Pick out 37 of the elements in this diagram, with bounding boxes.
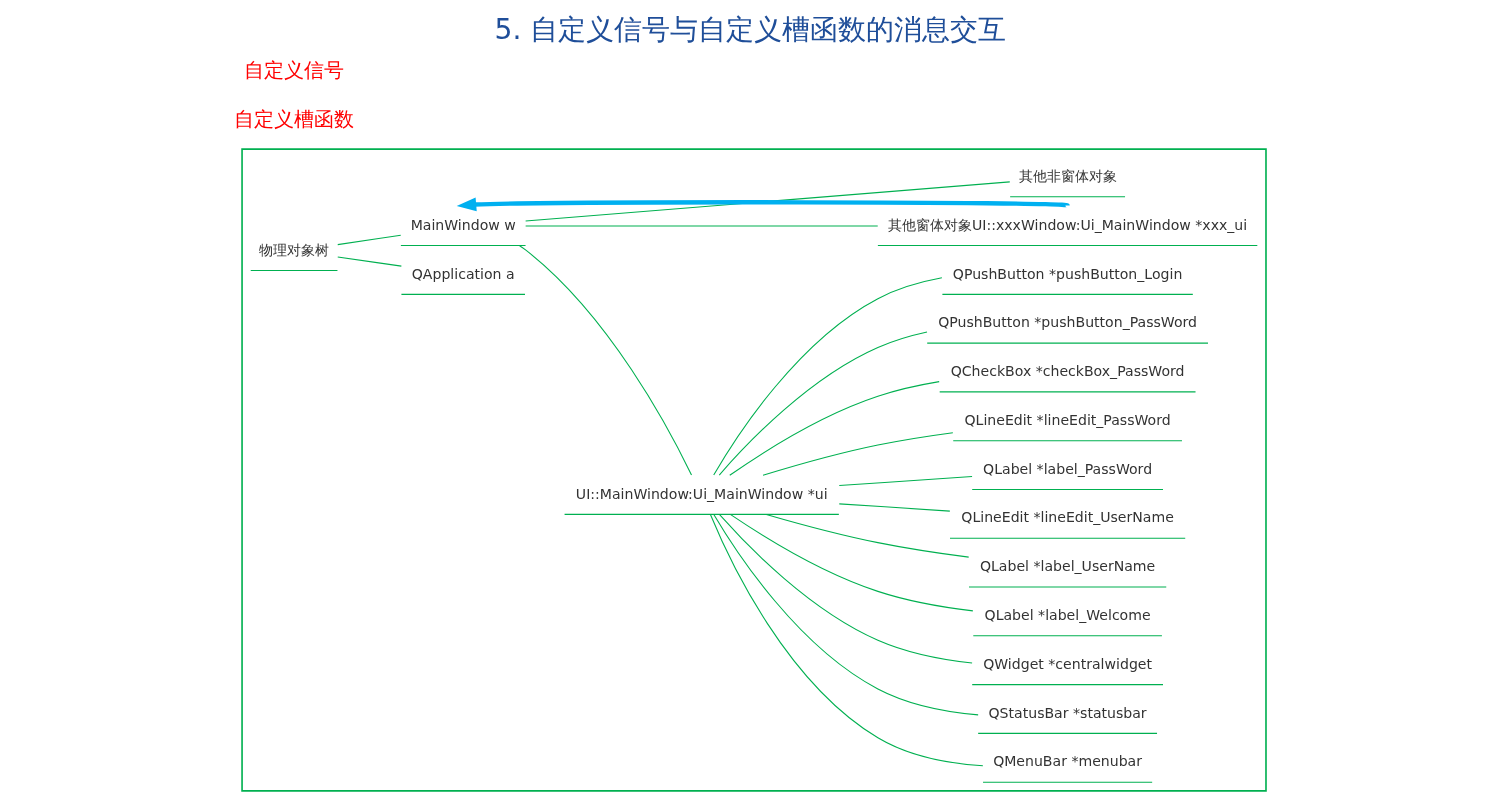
connector — [709, 513, 984, 767]
connector — [713, 513, 979, 716]
node-text: 其他窗体对象UI::xxxWindow:Ui_MainWindow *xxx_ui — [888, 216, 1248, 233]
node-text: QLabel *label_UserName — [979, 558, 1156, 575]
node-text: UI::MainWindow:Ui_MainWindow *ui — [575, 485, 828, 502]
label: 自定义信号 — [244, 58, 345, 82]
arrow — [456, 197, 1068, 212]
node-text: 其他非窗体对象 — [1018, 167, 1117, 184]
node-text: MainWindow w — [410, 216, 516, 233]
connector — [730, 514, 974, 612]
label: 自定义槽函数 — [234, 107, 355, 131]
connector — [729, 381, 940, 476]
diagram-title: 5. 自定义信号与自定义槽函数的消息交互 — [494, 13, 1007, 47]
connector — [718, 513, 973, 664]
node-text: 物理对象树 — [259, 241, 330, 258]
connector — [762, 432, 954, 476]
connector — [337, 234, 402, 246]
cluster — [241, 148, 1267, 792]
connector — [838, 503, 951, 512]
connector — [337, 256, 402, 267]
node-text: QApplication a — [411, 265, 515, 282]
node-text: QMenuBar *menubar — [993, 753, 1143, 770]
connector — [519, 245, 693, 476]
node-text: QStatusBar *statusbar — [988, 704, 1147, 721]
node-text: QCheckBox *checkBox_PassWord — [950, 363, 1185, 380]
connector — [718, 331, 928, 476]
node-text: QLabel *label_Welcome — [984, 607, 1151, 623]
node-text: QPushButton *pushButton_Login — [952, 265, 1183, 282]
connector — [525, 181, 1011, 222]
node-text: QPushButton *pushButton_PassWord — [938, 314, 1198, 331]
node-text: QLineEdit *lineEdit_UserName — [961, 509, 1174, 526]
connector — [713, 277, 943, 476]
node-text: QWidget *centralwidget — [983, 655, 1153, 672]
connector — [765, 513, 970, 558]
node-text: QLabel *label_PassWord — [983, 460, 1153, 477]
node-text: QLineEdit *lineEdit_PassWord — [964, 411, 1171, 428]
connector — [838, 475, 973, 487]
